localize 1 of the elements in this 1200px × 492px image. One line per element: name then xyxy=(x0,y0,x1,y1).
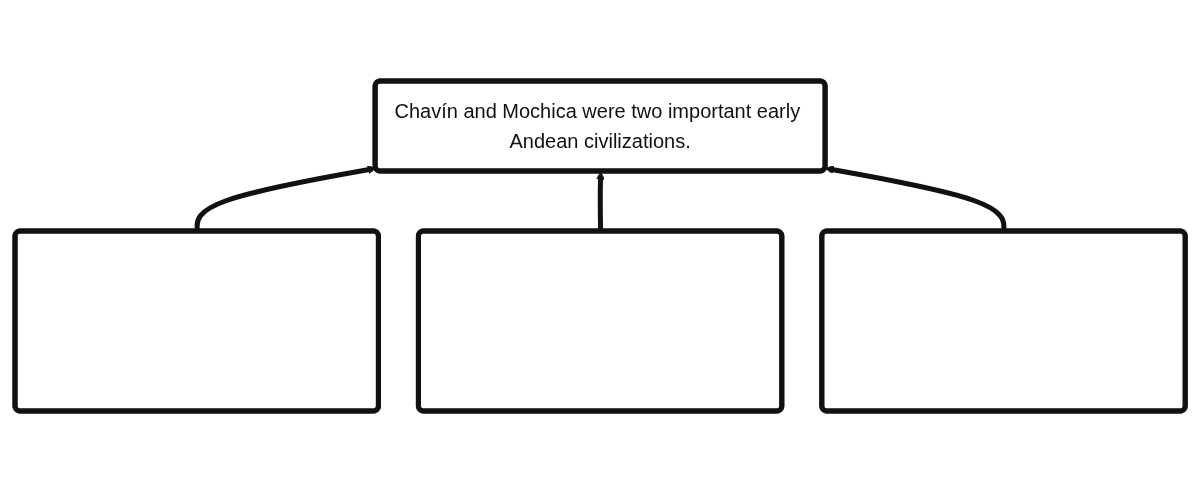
arrow xyxy=(595,171,605,232)
